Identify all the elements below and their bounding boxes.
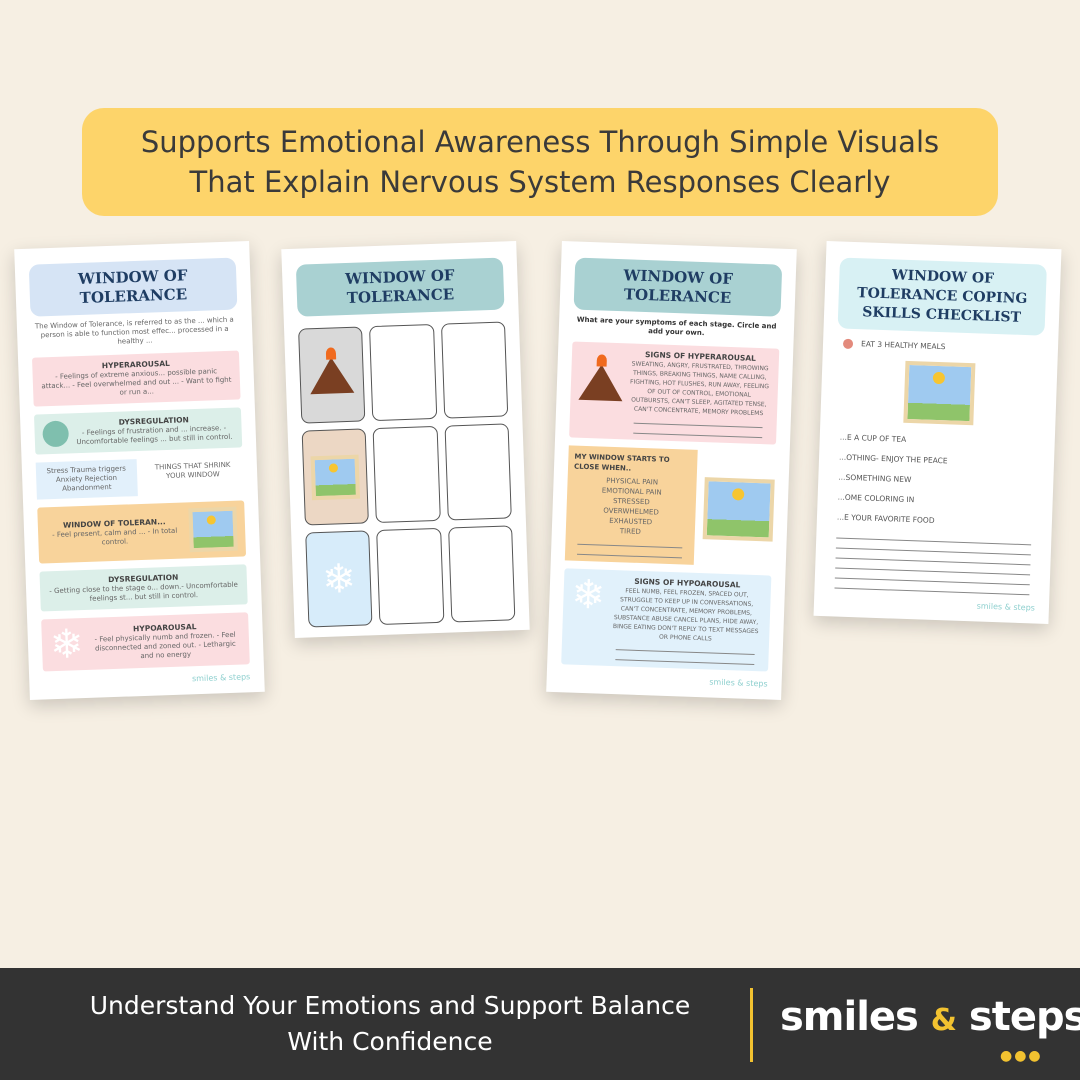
snowflake-icon: ❄ [49,621,85,669]
brand-mark: smiles & steps [191,672,251,684]
empty-card [369,323,437,422]
brand-mark: smiles & steps [709,677,768,689]
page-title: WINDOW OF TOLERANCE COPING SKILLS CHECKL… [837,257,1047,336]
empty-card [376,527,445,626]
page-title: WINDOW OF TOLERANCE [295,257,505,317]
symptoms-worksheet-page: WINDOW OF TOLERANCE What are your sympto… [546,241,797,700]
volcano-icon [309,356,355,394]
close-row: MY WINDOW STARTS TO CLOSE WHEN.. PHYSICA… [564,445,776,567]
empty-card [440,321,509,419]
instructions: What are your symptoms of each stage. Ci… [576,315,777,338]
volcano-icon [578,363,624,402]
page-title: WINDOW OF TOLERANCE [573,257,783,317]
page-title: WINDOW OF TOLERANCE [28,257,238,317]
checklist-worksheet-page: WINDOW OF TOLERANCE COPING SKILLS CHECKL… [813,241,1062,624]
footer-tagline: Understand Your Emotions and Support Bal… [89,991,691,1056]
footer-divider [750,988,753,1062]
intro-text: The Window of Tolerance, is referred to … [34,315,234,346]
logo-dots-icon: ●●● [1000,1048,1043,1064]
dysregulation-section-2: DYSREGULATION- Getting close to the stag… [39,564,248,612]
hyperarousal-section: HYPERAROUSAL- Feelings of extreme anxiou… [31,350,241,407]
shrink-label: THINGS THAT SHRINK YOUR WINDOW [154,460,231,481]
checklist-item[interactable]: ...E A CUP OF TEA [839,432,907,444]
headline-banner: Supports Emotional Awareness Through Sim… [82,108,998,216]
headline-line-2: That Explain Nervous System Responses Cl… [189,165,891,199]
info-worksheet-page: WINDOW OF TOLERANCE The Window of Tolera… [14,241,265,700]
window-card [301,428,370,526]
checklist-item[interactable]: EAT 3 HEALTHY MEALS [842,338,1044,356]
empty-card [447,525,516,623]
checklist-item[interactable]: ...E YOUR FAVORITE FOOD [836,512,935,525]
checklist-item[interactable]: ...OME COLORING IN [837,492,915,505]
checklist-item[interactable]: ...OTHING- ENJOY THE PEACE [838,452,948,466]
window-icon [310,454,361,500]
snowflake-icon: ❄ [321,555,357,603]
window-closes-section: MY WINDOW STARTS TO CLOSE WHEN.. PHYSICA… [564,445,698,565]
window-section: WINDOW OF TOLERAN...- Feel present, calm… [37,500,247,564]
snowflake-icon: ❄ [570,571,606,619]
shrink-row: Stress Trauma triggers Anxiety Rejection… [35,455,244,500]
hypoarousal-section: ❄HYPOAROUSAL- Feel physically numb and f… [41,612,250,672]
window-icon [902,360,975,426]
headline-line-1: Supports Emotional Awareness Through Sim… [140,125,940,159]
volcano-card [298,326,366,424]
footer-bar: Understand Your Emotions and Support Bal… [0,968,1080,1080]
dysregulation-section: DYSREGULATION- Feelings of frustration a… [33,407,243,455]
card-grid: ❄ [298,321,516,628]
checkbox-dot-icon [842,338,854,349]
sad-face-icon [42,420,70,448]
window-icon [702,476,775,542]
grid-worksheet-page: WINDOW OF TOLERANCE ❄ [281,241,530,638]
window-icon [188,506,238,553]
empty-card [444,423,512,521]
smiles-and-steps-logo: smiles & steps™ [780,994,1080,1040]
shrink-list: Stress Trauma triggers Anxiety Rejection… [35,459,138,500]
brand-mark: smiles & steps [976,601,1036,613]
snowflake-card: ❄ [305,530,373,628]
checklist-item[interactable]: ...SOMETHING NEW [838,472,912,485]
empty-card [372,425,441,524]
